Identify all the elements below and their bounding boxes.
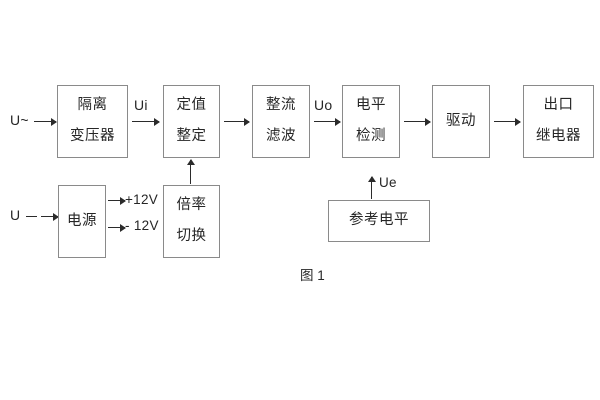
arrow-drive-to-output-relay	[494, 121, 520, 123]
signal-label-ui: Ui	[134, 97, 148, 113]
block-rectify-filter-line2: 滤波	[266, 128, 296, 144]
arrow-reference-level-to-level-detect	[371, 177, 373, 199]
arrow-setting-value-to-rectify-filter	[224, 121, 249, 123]
block-reference-level-line1: 参考电平	[349, 212, 409, 229]
block-multiplier-switch: 倍率 切换	[163, 185, 220, 258]
block-reference-level: 参考电平	[328, 200, 430, 242]
arrow-power-supply-positive-rail	[108, 200, 125, 202]
arrow-ac-input-to-isolation-transformer	[34, 121, 56, 123]
signal-label-uo: Uo	[314, 97, 333, 113]
block-drive: 驱动	[432, 85, 490, 158]
block-power-supply: 电源	[58, 185, 106, 258]
block-setting-value: 定值 整定	[163, 85, 220, 158]
block-level-detect-line2: 检测	[356, 128, 386, 144]
block-power-supply-line1: 电源	[67, 212, 97, 229]
block-setting-value-line1: 定值	[176, 97, 207, 114]
signal-label-ac-input: U~	[10, 112, 29, 128]
signal-label-dc-input: U	[10, 207, 21, 223]
block-isolation-transformer: 隔离 变压器	[57, 85, 128, 158]
block-output-relay-line2: 继电器	[536, 128, 581, 144]
figure-caption: 图 1	[300, 268, 325, 283]
signal-label-rail-positive: +12V	[125, 192, 159, 207]
arrow-power-supply-negative-rail	[108, 227, 125, 229]
arrow-dc-input-to-power-supply	[41, 216, 58, 218]
block-setting-value-line2: 整定	[176, 128, 207, 144]
block-output-relay-line1: 出口	[543, 97, 574, 114]
block-multiplier-switch-line1: 倍率	[176, 197, 207, 214]
signal-label-rail-negative: - 12V	[125, 218, 159, 233]
block-level-detect-line1: 电平	[356, 97, 386, 114]
block-isolation-transformer-line1: 隔离	[77, 97, 108, 114]
block-rectify-filter-line1: 整流	[266, 97, 296, 114]
block-rectify-filter: 整流 滤波	[252, 85, 310, 158]
signal-label-ue: Ue	[379, 175, 397, 190]
arrow-rectify-filter-to-level-detect	[314, 121, 340, 123]
arrow-level-detect-to-drive	[404, 121, 430, 123]
dc-input-dash-mark	[26, 216, 37, 218]
block-output-relay: 出口 继电器	[523, 85, 594, 158]
block-multiplier-switch-line2: 切换	[176, 228, 207, 244]
block-isolation-transformer-line2: 变压器	[70, 128, 115, 144]
arrow-isolation-transformer-to-setting-value	[132, 121, 159, 123]
block-level-detect: 电平 检测	[342, 85, 400, 158]
block-drive-line1: 驱动	[446, 112, 476, 129]
arrow-multiplier-switch-to-setting-value	[190, 160, 192, 184]
